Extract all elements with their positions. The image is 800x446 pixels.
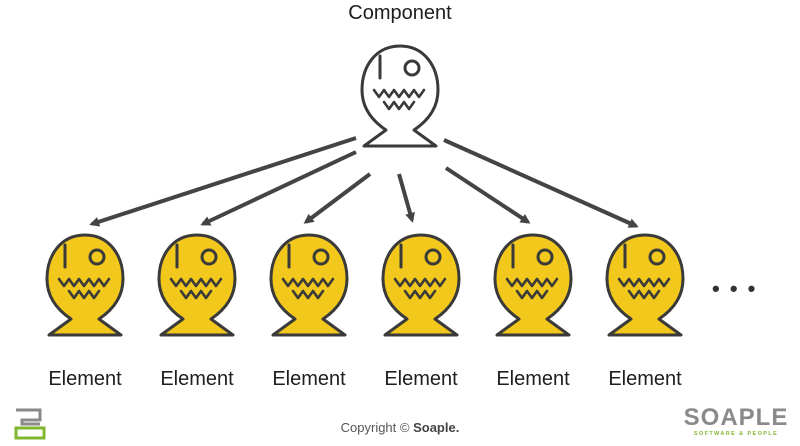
element-label: Element	[384, 368, 458, 390]
element-label: Element	[496, 368, 570, 390]
arrow-to-element-4	[397, 173, 415, 223]
element-fish-icon	[45, 233, 125, 337]
element-label: Element	[48, 368, 122, 390]
brand-name: SOAPLE	[683, 404, 789, 431]
soaple-mark-icon	[14, 408, 46, 440]
arrow-to-element-5	[444, 166, 531, 224]
element-fish-icon	[269, 233, 349, 337]
arrow-to-element-6	[443, 138, 639, 228]
element-fish-icon	[381, 233, 461, 337]
arrow-to-element-1	[89, 136, 357, 227]
copyright-notice: Copyright © Soaple.	[0, 420, 800, 435]
copyright-prefix: Copyright ©	[340, 420, 410, 435]
hierarchy-arrows	[89, 136, 639, 228]
element-fish-icon	[157, 233, 237, 337]
arrow-to-element-3	[303, 172, 372, 224]
element-fish-icon	[605, 233, 685, 337]
more-elements-ellipsis: • • •	[712, 276, 758, 301]
arrow-to-element-2	[200, 150, 357, 226]
element-label: Element	[160, 368, 234, 390]
element-label: Element	[608, 368, 682, 390]
brand-tagline: SOFTWARE & PEOPLE	[693, 431, 779, 437]
copyright-brand: Soaple.	[413, 420, 460, 435]
element-fish-icon	[493, 233, 573, 337]
soaple-logo: SOAPLE SOFTWARE & PEOPLE	[680, 406, 792, 438]
element-label: Element	[272, 368, 346, 390]
component-title: Component	[348, 2, 452, 24]
component-fish-icon	[360, 44, 440, 148]
